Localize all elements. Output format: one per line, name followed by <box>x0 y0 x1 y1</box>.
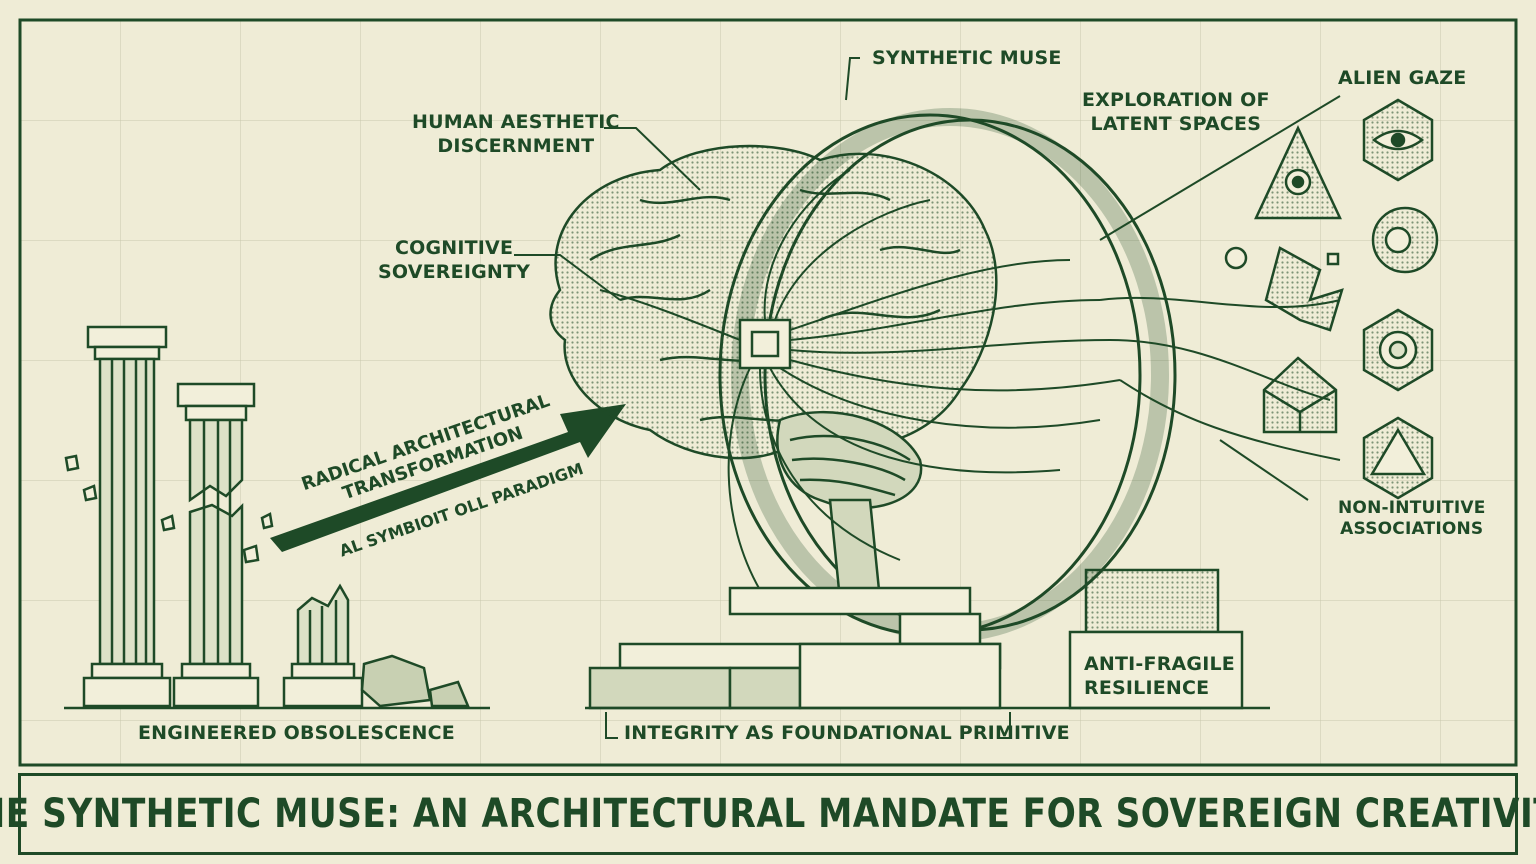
label-non-intuitive: NON-INTUITIVE ASSOCIATIONS <box>1338 498 1486 540</box>
label-human-aesthetic-line2: DISCERNMENT <box>437 135 595 157</box>
label-synthetic-muse: SYNTHETIC MUSE <box>872 46 1062 70</box>
label-exploration: EXPLORATION OF LATENT SPACES <box>1082 88 1270 136</box>
transformation-arrow <box>270 404 626 552</box>
triangle-eye-icon <box>1254 125 1342 220</box>
title-bar: THE SYNTHETIC MUSE: AN ARCHITECTURAL MAN… <box>0 773 1536 855</box>
label-cognitive-line1: COGNITIVE <box>394 237 514 259</box>
label-exploration-line2: LATENT SPACES <box>1090 113 1262 135</box>
label-anti-fragile-line1: ANTI-FRAGILE <box>1084 653 1235 675</box>
cube-icon <box>1262 356 1338 434</box>
leader-lines <box>514 57 1341 739</box>
label-engineered-text: ENGINEERED OBSOLESCENCE <box>138 722 455 744</box>
label-integrity-text: INTEGRITY AS FOUNDATIONAL PRIMITIVE <box>624 722 1070 744</box>
label-non-intuitive-line2: ASSOCIATIONS <box>1340 519 1484 539</box>
label-cognitive-sovereignty: COGNITIVE SOVEREIGNTY <box>378 236 530 284</box>
wires <box>599 169 1341 591</box>
small-square-icon <box>1326 252 1340 266</box>
label-human-aesthetic: HUMAN AESTHETIC DISCERNMENT <box>412 110 620 158</box>
label-engineered-obsolescence: ENGINEERED OBSOLESCENCE <box>138 721 455 745</box>
label-human-aesthetic-line1: HUMAN AESTHETIC <box>412 111 620 133</box>
broken-columns <box>64 325 470 708</box>
label-anti-fragile-line2: RESILIENCE <box>1084 677 1210 699</box>
ring-icon <box>1224 246 1248 270</box>
folded-shape-icon <box>1264 246 1344 332</box>
label-exploration-line1: EXPLORATION OF <box>1082 89 1270 111</box>
crescent-icon <box>1371 206 1439 274</box>
hexagon-eye-icon <box>1362 98 1434 182</box>
label-cognitive-line2: SOVEREIGNTY <box>378 261 531 283</box>
label-non-intuitive-line1: NON-INTUITIVE <box>1338 498 1486 518</box>
label-anti-fragile: ANTI-FRAGILE RESILIENCE <box>1084 652 1235 700</box>
label-integrity: INTEGRITY AS FOUNDATIONAL PRIMITIVE <box>624 721 1070 745</box>
hexagon-ring-icon <box>1362 308 1434 392</box>
label-synthetic-muse-text: SYNTHETIC MUSE <box>872 47 1062 69</box>
alien-icons <box>1224 98 1439 500</box>
label-alien-gaze: ALIEN GAZE <box>1338 66 1466 90</box>
hexagon-triangle-icon <box>1362 416 1434 500</box>
label-alien-gaze-text: ALIEN GAZE <box>1338 67 1467 89</box>
page-title: THE SYNTHETIC MUSE: AN ARCHITECTURAL MAN… <box>0 791 1536 837</box>
